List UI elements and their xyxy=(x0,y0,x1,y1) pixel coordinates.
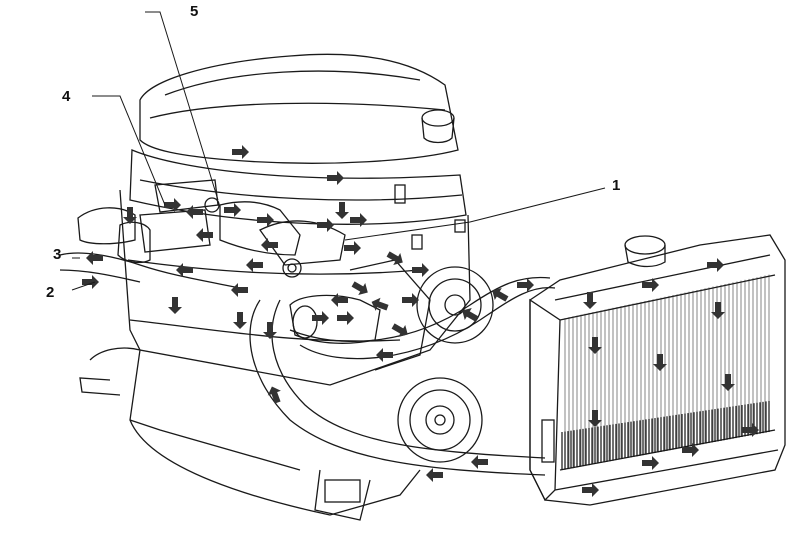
flow-arrow xyxy=(186,205,203,219)
callout-2: 2 xyxy=(46,284,55,301)
leader-lines xyxy=(71,11,606,291)
flow-arrow xyxy=(583,292,597,309)
flow-arrow xyxy=(176,263,193,277)
callout-3: 3 xyxy=(53,246,62,263)
flow-arrow xyxy=(168,297,182,314)
flow-arrow xyxy=(337,311,354,325)
flow-arrow xyxy=(224,203,241,217)
leader-line-2 xyxy=(71,281,96,291)
callout-4: 4 xyxy=(62,88,71,105)
flow-arrow xyxy=(653,354,667,371)
flow-arrow xyxy=(267,386,281,404)
flow-arrow xyxy=(317,218,334,232)
flow-arrow xyxy=(327,171,344,185)
flow-arrow xyxy=(164,198,181,212)
flow-arrow xyxy=(233,312,247,329)
water-pump xyxy=(289,266,494,463)
flow-arrow xyxy=(312,311,329,325)
flow-arrow xyxy=(492,287,509,302)
flow-arrow xyxy=(711,302,725,319)
flow-arrow xyxy=(371,297,389,311)
flow-arrow xyxy=(246,258,263,272)
flow-arrow xyxy=(232,145,249,159)
flow-arrow xyxy=(123,207,137,224)
thermostat-housing xyxy=(77,179,346,278)
flow-arrow xyxy=(331,293,348,307)
callout-5: 5 xyxy=(190,3,199,20)
flow-arrow xyxy=(588,337,602,354)
flow-arrow xyxy=(196,228,213,242)
flow-arrow xyxy=(426,468,443,482)
flow-arrow xyxy=(231,283,248,297)
coolant-hoses xyxy=(59,252,556,476)
leader-line-1 xyxy=(344,187,606,241)
flow-arrow xyxy=(263,322,277,339)
flow-arrow xyxy=(261,238,278,252)
flow-arrows xyxy=(82,145,759,497)
flow-arrow xyxy=(462,307,479,322)
flow-arrow xyxy=(721,374,735,391)
leader-line-4 xyxy=(92,95,166,206)
flow-arrow xyxy=(257,213,274,227)
flow-arrow xyxy=(642,456,659,470)
flow-arrow xyxy=(351,281,368,296)
flow-arrow xyxy=(376,348,393,362)
flow-arrow xyxy=(350,213,367,227)
flow-arrow xyxy=(588,410,602,427)
flow-arrow xyxy=(82,275,99,289)
flow-arrow xyxy=(642,278,659,292)
flow-arrow xyxy=(335,202,349,219)
flow-arrow xyxy=(742,423,759,437)
flow-arrow xyxy=(707,258,724,272)
flow-arrow xyxy=(402,293,419,307)
radiator-shading xyxy=(561,400,770,470)
flow-arrow xyxy=(582,483,599,497)
flow-arrow xyxy=(86,251,103,265)
leader-line-5 xyxy=(145,11,219,201)
flow-arrow xyxy=(471,455,488,469)
flow-arrow xyxy=(344,241,361,255)
flow-arrow xyxy=(386,251,403,266)
flow-arrow xyxy=(391,323,408,338)
flow-arrow xyxy=(517,278,534,292)
flow-arrow xyxy=(412,263,429,277)
flow-arrow xyxy=(682,443,699,457)
callout-1: 1 xyxy=(612,177,621,194)
